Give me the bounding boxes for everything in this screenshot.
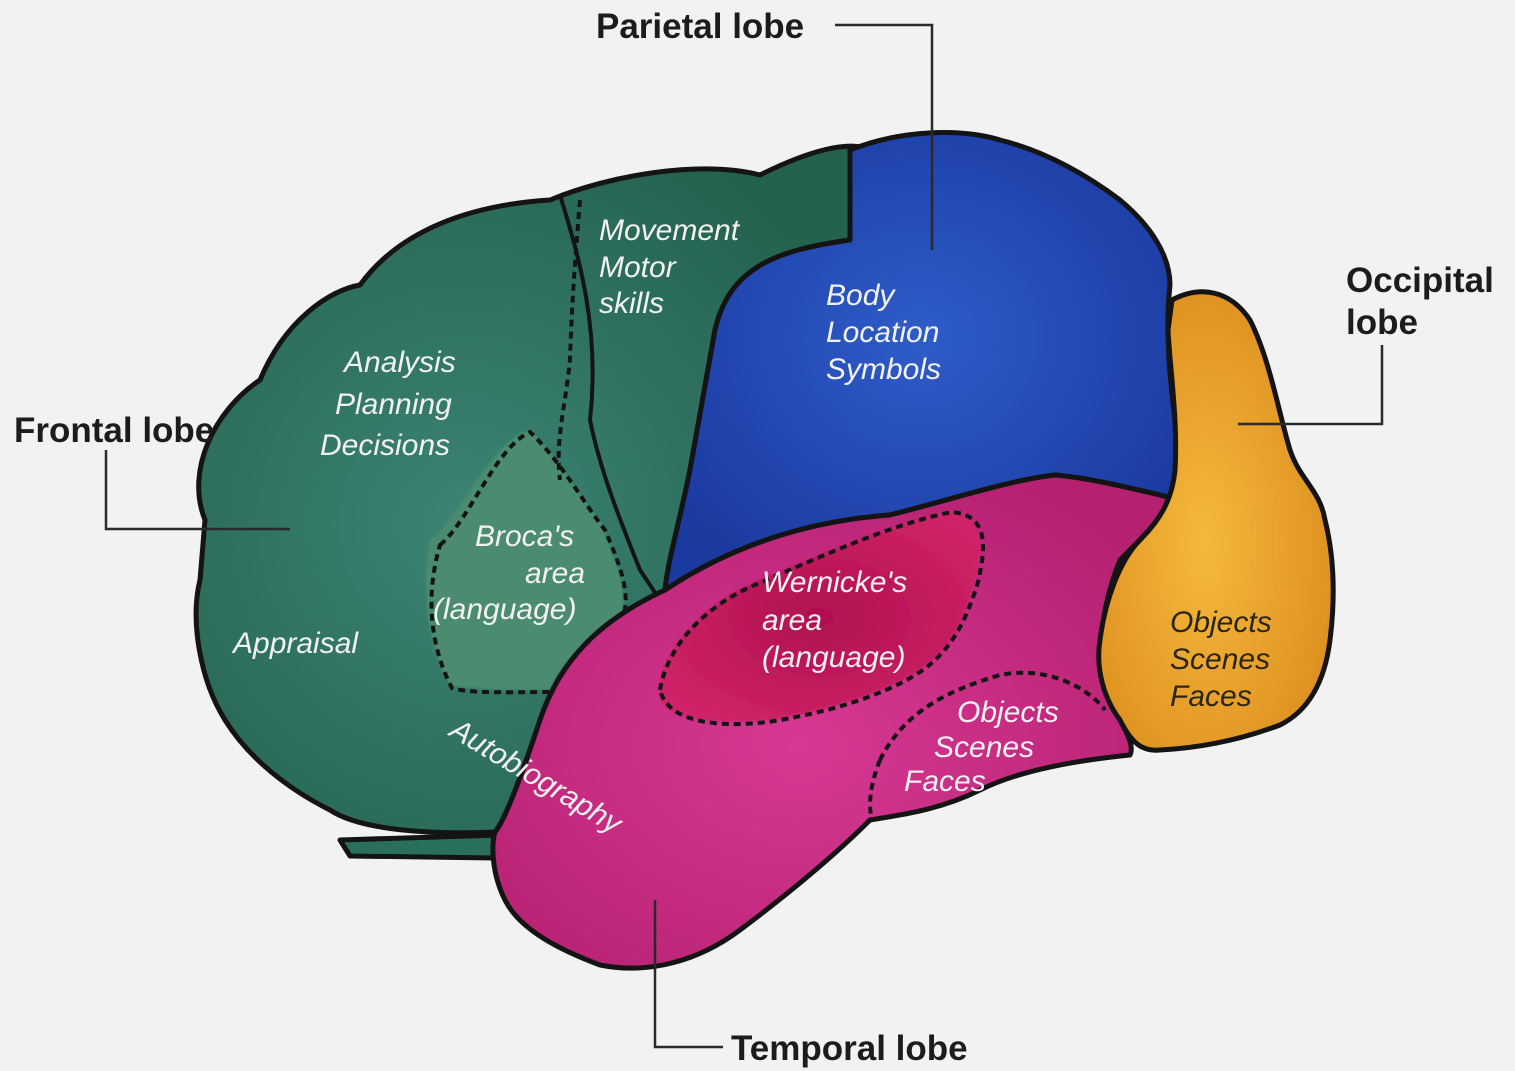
parietal-function-2: Location bbox=[826, 316, 939, 349]
broca-label-1: Broca's bbox=[475, 520, 574, 553]
occipital-objects-2: Scenes bbox=[1170, 643, 1270, 676]
frontal-function-2: Planning bbox=[335, 388, 452, 421]
temporal-lobe-label: Temporal lobe bbox=[731, 1029, 968, 1068]
broca-label-2: area bbox=[525, 557, 585, 590]
parietal-function-3: Symbols bbox=[826, 353, 941, 386]
occipital-objects-1: Objects bbox=[1170, 606, 1272, 639]
brainstem bbox=[340, 835, 500, 858]
wernicke-label-2: area bbox=[762, 604, 822, 637]
occipital-lobe-label-line1: Occipital bbox=[1346, 261, 1494, 300]
parietal-function-1: Body bbox=[826, 279, 896, 312]
motor-function-3: skills bbox=[599, 287, 664, 320]
occipital-objects-3: Faces bbox=[1170, 680, 1252, 713]
motor-function-1: Movement bbox=[599, 214, 741, 247]
occipital-lobe-label-line2: lobe bbox=[1346, 303, 1418, 342]
wernicke-label-3: (language) bbox=[762, 641, 905, 674]
temporal-objects-3: Faces bbox=[904, 765, 986, 798]
temporal-objects-1: Objects bbox=[957, 696, 1059, 729]
parietal-lobe-label: Parietal lobe bbox=[596, 7, 804, 46]
frontal-function-3: Decisions bbox=[320, 429, 450, 462]
appraisal-label: Appraisal bbox=[231, 627, 359, 660]
broca-label-3: (language) bbox=[433, 593, 576, 626]
temporal-objects-2: Scenes bbox=[934, 731, 1034, 764]
frontal-lobe-label: Frontal lobe bbox=[14, 411, 214, 450]
wernicke-label-1: Wernicke's bbox=[762, 566, 907, 599]
motor-function-2: Motor bbox=[599, 251, 677, 284]
frontal-function-1: Analysis bbox=[342, 346, 456, 379]
